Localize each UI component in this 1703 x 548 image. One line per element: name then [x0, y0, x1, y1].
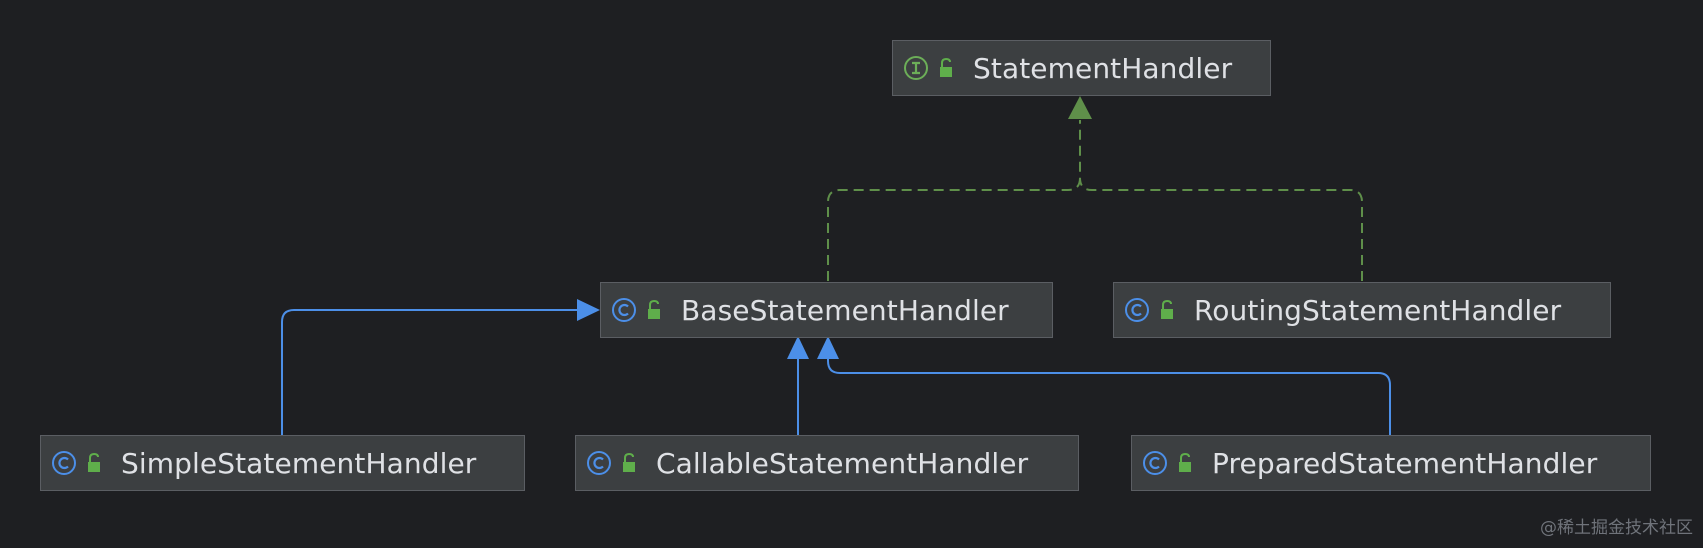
node-base-statement-handler[interactable]: BaseStatementHandler	[600, 282, 1053, 338]
public-lock-icon	[85, 452, 103, 474]
extends-arrowhead-callable	[787, 336, 809, 359]
class-icon	[51, 450, 77, 476]
extends-arrowhead-prepared	[817, 336, 839, 359]
node-label: CallableStatementHandler	[656, 446, 1029, 480]
watermark-text: @稀土掘金技术社区	[1540, 518, 1693, 538]
public-lock-icon	[937, 57, 955, 79]
node-label: SimpleStatementHandler	[121, 446, 477, 480]
public-lock-icon	[1158, 299, 1176, 321]
public-lock-icon	[645, 299, 663, 321]
node-callable-statement-handler[interactable]: CallableStatementHandler	[575, 435, 1079, 491]
interface-icon	[903, 55, 929, 81]
class-icon	[611, 297, 637, 323]
node-statement-handler[interactable]: StatementHandler	[892, 40, 1271, 96]
node-label: RoutingStatementHandler	[1194, 293, 1562, 327]
node-prepared-statement-handler[interactable]: PreparedStatementHandler	[1131, 435, 1651, 491]
edge-simple-extends-base	[281, 309, 578, 435]
extends-arrowhead-simple	[577, 299, 600, 321]
node-label: StatementHandler	[973, 51, 1233, 85]
edge-prepared-extends-base	[827, 358, 1391, 435]
class-icon	[586, 450, 612, 476]
edge-routing-implements-statement-handler	[1079, 177, 1363, 281]
node-routing-statement-handler[interactable]: RoutingStatementHandler	[1113, 282, 1611, 338]
edge-base-implements-statement-handler	[827, 120, 1081, 281]
public-lock-icon	[620, 452, 638, 474]
public-lock-icon	[1176, 452, 1194, 474]
node-label: PreparedStatementHandler	[1212, 446, 1598, 480]
node-label: BaseStatementHandler	[681, 293, 1009, 327]
class-icon	[1142, 450, 1168, 476]
node-simple-statement-handler[interactable]: SimpleStatementHandler	[40, 435, 525, 491]
class-icon	[1124, 297, 1150, 323]
implements-arrowhead	[1068, 96, 1092, 119]
